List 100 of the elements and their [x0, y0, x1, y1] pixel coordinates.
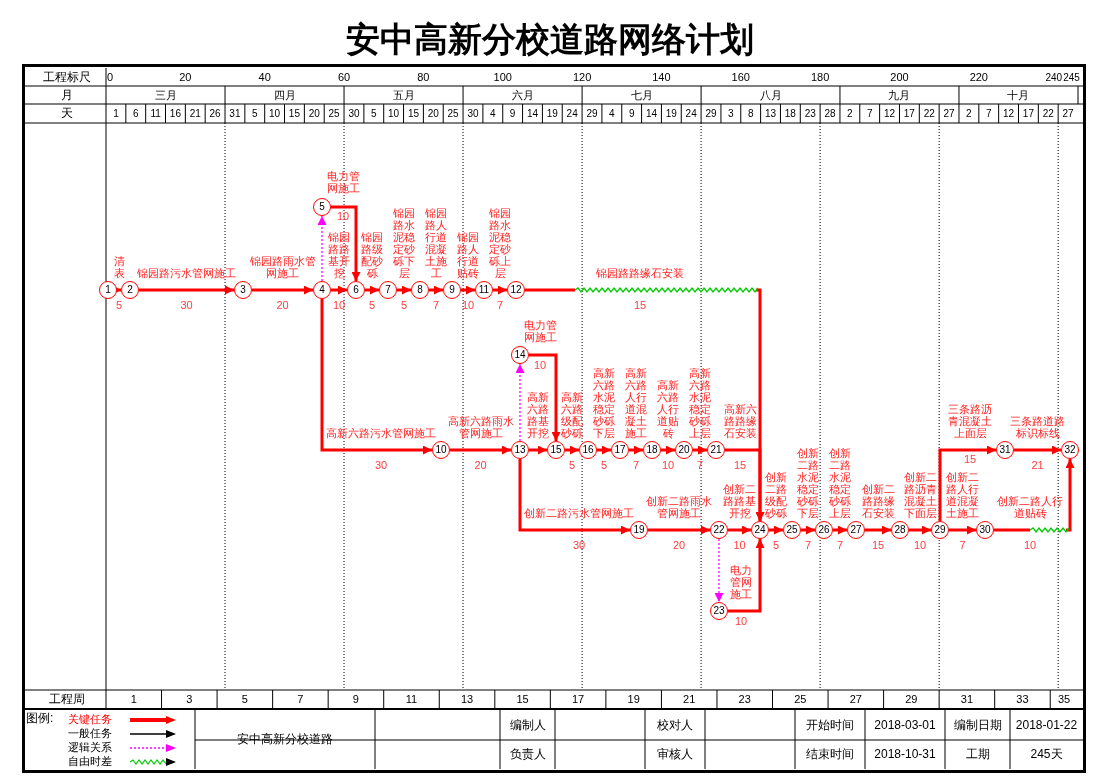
- week-label: 5: [241, 692, 248, 706]
- edge-label: 锦园路路基开挖: [327, 231, 351, 279]
- day-label: 10: [388, 107, 400, 120]
- edge-label: 高新六路路缘石安装: [722, 403, 758, 439]
- row-header: 天: [61, 107, 73, 120]
- duration-label: 15: [733, 459, 747, 472]
- edge-label: 电力管网施工: [325, 170, 361, 194]
- day-label: 8: [747, 107, 754, 120]
- day-label: 28: [824, 107, 836, 120]
- day-label: 22: [1042, 107, 1054, 120]
- day-label: 29: [586, 107, 598, 120]
- footer-text: 245天: [1030, 748, 1063, 761]
- duration-label: 7: [804, 539, 812, 552]
- arrow: [139, 285, 234, 295]
- duration-label: 10: [913, 539, 927, 552]
- week-label: 7: [297, 692, 304, 706]
- edge-label: 三条路道路标识标线: [1009, 415, 1066, 439]
- day-label: 2: [966, 107, 972, 120]
- scale-label: 140: [652, 70, 671, 84]
- day-label: 30: [467, 107, 479, 120]
- week-label: 31: [960, 692, 974, 706]
- edge-label: 高新六路雨水管网施工: [446, 415, 515, 439]
- footer-text: 结束时间: [806, 748, 854, 761]
- day-label: 7: [985, 107, 992, 120]
- duration-label: 10: [661, 459, 675, 472]
- day-label: 5: [251, 107, 258, 120]
- day-label: 13: [764, 107, 777, 120]
- duration-label: 7: [696, 459, 704, 472]
- week-label: 11: [405, 692, 418, 706]
- edge-label: 创新二路人行道贴砖: [996, 495, 1064, 519]
- duration-label: 20: [474, 459, 487, 472]
- arrow: [728, 525, 751, 535]
- edge-label: 锦园路级配砂砾: [360, 231, 384, 279]
- month-label: 十月: [1007, 88, 1030, 102]
- day-label: 24: [685, 107, 697, 120]
- arrow: [529, 353, 561, 441]
- day-label: 14: [526, 107, 539, 120]
- duration-label: 10: [336, 210, 350, 223]
- footer-text: 编制人: [509, 718, 546, 732]
- arrow: [728, 539, 765, 613]
- week-label: 3: [186, 692, 193, 706]
- edge-label: 高新六路水泥稳定砂砾上层: [688, 367, 712, 439]
- week-label: 9: [352, 692, 359, 706]
- duration-label: 10: [332, 299, 346, 312]
- day-label: 10: [269, 107, 281, 120]
- edge-label: 创新二路路基开挖: [722, 483, 757, 519]
- arrow: [518, 459, 630, 535]
- arrow: [801, 525, 815, 535]
- day-label: 30: [348, 107, 360, 120]
- footer-text: 校对人: [657, 718, 693, 732]
- week-label: 21: [683, 692, 696, 706]
- day-label: 15: [288, 107, 300, 120]
- duration-label: 10: [1023, 539, 1037, 552]
- edge-label: 创新二路雨水管网施工: [645, 495, 713, 519]
- duration-label: 30: [374, 459, 388, 472]
- scale-label: 240: [1045, 70, 1063, 84]
- edge-label: 创新二路污水管网施工: [523, 507, 635, 519]
- day-label: 19: [665, 107, 677, 120]
- day-label: 15: [407, 107, 419, 120]
- day-label: 17: [903, 107, 915, 120]
- scale-label: 20: [179, 70, 192, 84]
- duration-label: 10: [734, 615, 748, 628]
- week-label: 19: [627, 692, 640, 706]
- arrow: [252, 285, 313, 295]
- month-label: 三月: [154, 88, 177, 102]
- arrow: [461, 285, 475, 295]
- legend-title: 图例:: [26, 711, 54, 725]
- scale-label: 80: [417, 70, 430, 84]
- day-label: 2: [847, 107, 853, 120]
- footer-text: 安中高新分校道路: [237, 733, 333, 746]
- arrow: [365, 285, 379, 295]
- legend-label: 逻辑关系: [68, 741, 112, 754]
- duration-label: 5: [600, 459, 608, 472]
- duration-label: 10: [533, 359, 547, 372]
- arrow: [529, 445, 547, 455]
- day-label: 18: [784, 107, 796, 120]
- arrow: [833, 525, 847, 535]
- day-label: 23: [804, 107, 816, 120]
- day-label: 29: [705, 107, 717, 120]
- day-label: 17: [1022, 107, 1034, 120]
- week-label: 23: [738, 692, 751, 706]
- edge-label: 创新二路人行道混凝土施工: [945, 471, 980, 519]
- week-label: 15: [516, 692, 529, 706]
- scale-label: 200: [890, 70, 909, 84]
- day-label: 3: [728, 107, 734, 120]
- duration-label: 5: [568, 459, 576, 472]
- week-label: 29: [905, 692, 918, 706]
- month-label: 六月: [511, 88, 534, 102]
- edge-label: 创新二路级配砂砾: [764, 471, 788, 519]
- edge-label: 高新六路人行道贴砖: [656, 379, 680, 439]
- day-label: 22: [923, 107, 935, 120]
- day-label: 31: [229, 107, 241, 120]
- month-label: 九月: [888, 88, 911, 102]
- duration-label: 10: [733, 539, 746, 552]
- duration-label: 7: [959, 539, 966, 552]
- scale-label: 40: [258, 70, 271, 84]
- edge-label: 高新六路级配砂砾: [560, 391, 584, 439]
- footer-text: 开始时间: [806, 718, 854, 732]
- duration-label: 10: [461, 299, 475, 312]
- week-label: 27: [849, 692, 862, 706]
